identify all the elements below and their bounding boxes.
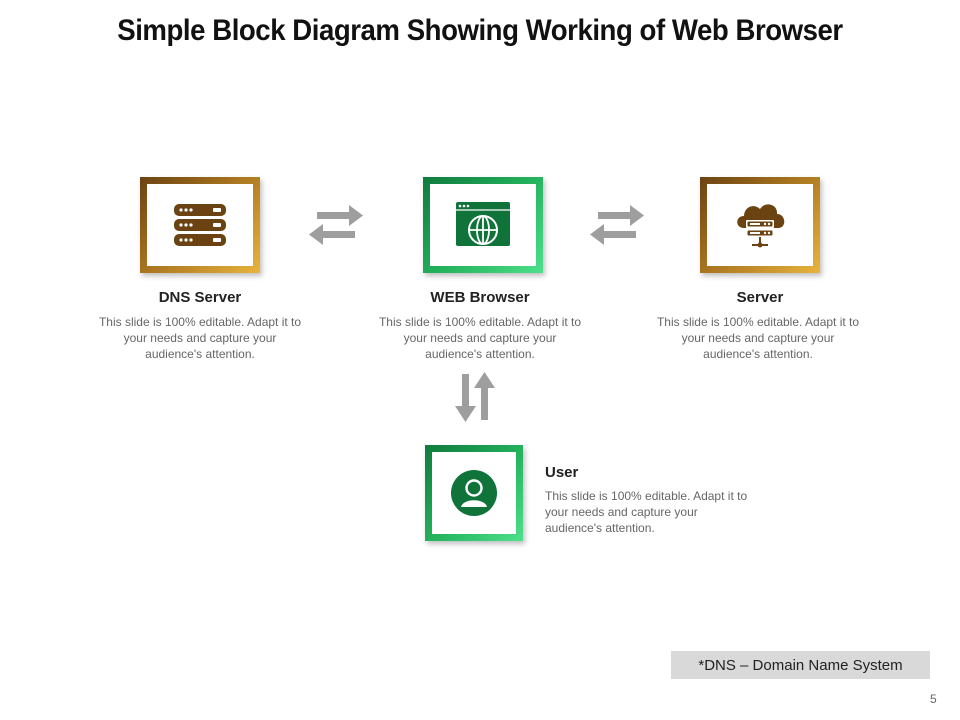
user-description: This slide is 100% editable. Adapt it to…	[545, 489, 748, 535]
user-icon	[451, 470, 497, 516]
dns-server-box	[140, 177, 260, 273]
page-title: Simple Block Diagram Showing Working of …	[117, 14, 843, 47]
web-browser-label: WEB Browser	[430, 289, 530, 306]
vertical-swap-arrows-icon	[455, 372, 495, 422]
browser-globe-icon	[456, 202, 510, 246]
user-box	[425, 445, 523, 541]
page-number: 5	[930, 692, 937, 706]
swap-arrows-icon	[309, 205, 363, 245]
swap-arrows-icon	[590, 205, 644, 245]
cloud-server-icon	[737, 204, 785, 248]
web-browser-box	[423, 177, 543, 273]
dns-server-label: DNS Server	[158, 289, 242, 306]
web-browser-description: This slide is 100% editable. Adapt it to…	[378, 315, 582, 361]
dns-server-description: This slide is 100% editable. Adapt it to…	[98, 315, 302, 361]
footnote: *DNS – Domain Name System	[671, 651, 930, 679]
server-rack-icon	[174, 204, 226, 246]
server-description: This slide is 100% editable. Adapt it to…	[656, 315, 860, 361]
server-label: Server	[736, 289, 784, 306]
user-label: User	[545, 464, 579, 481]
server-box	[700, 177, 820, 273]
